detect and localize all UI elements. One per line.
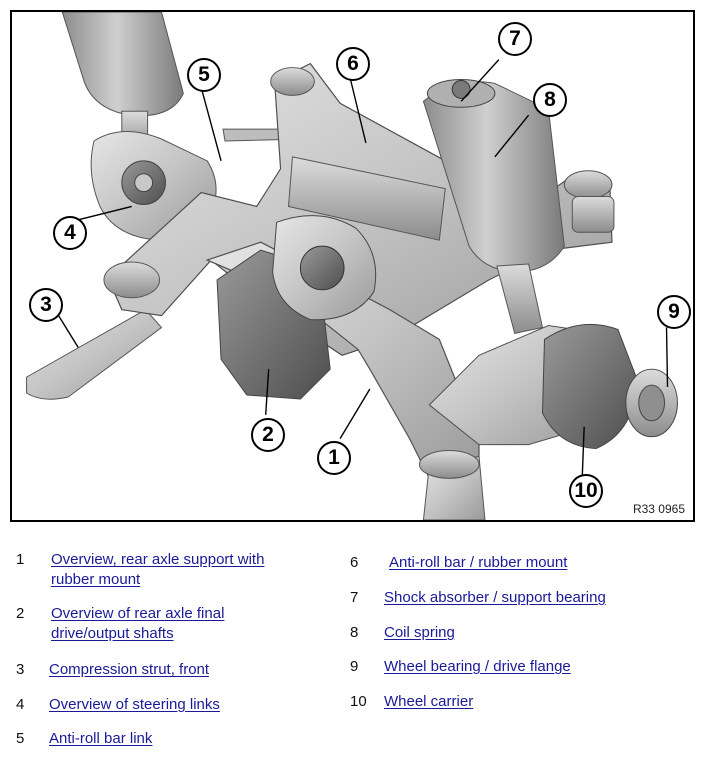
legend-number: 10: [350, 693, 367, 710]
legend-link-6[interactable]: Anti-roll bar / rubber mount: [389, 554, 568, 571]
legend-link-5[interactable]: Anti-roll bar link: [49, 730, 153, 747]
callout-1: 1: [317, 441, 351, 475]
legend-number: 1: [16, 551, 25, 568]
final-drive-shape: [216, 215, 377, 400]
rear-axle-illustration: 1 2 3 4 5 6 7 8 9 10 R33 0965: [10, 10, 695, 522]
callout-4: 4: [53, 216, 87, 250]
compression-strut-shape: [26, 309, 163, 400]
callout-7: 7: [498, 22, 532, 56]
legend-link-8[interactable]: Coil spring: [384, 624, 455, 641]
callout-2: 2: [251, 418, 285, 452]
callout-8: 8: [533, 83, 567, 117]
legend-link-7[interactable]: Shock absorber / support bearing: [384, 589, 606, 606]
legend-number: 4: [16, 696, 25, 713]
spring-shock-shape: [422, 78, 565, 335]
legend-number: 3: [16, 661, 25, 678]
legend-number: 8: [350, 624, 359, 641]
rear-axle-drawing: [26, 12, 678, 520]
legend-link-4[interactable]: Overview of steering links: [49, 696, 220, 713]
callout-3: 3: [29, 288, 63, 322]
left-strut: [61, 12, 184, 152]
legend-number: 5: [16, 730, 25, 747]
legend-link-1b[interactable]: rubber mount: [51, 571, 141, 588]
legend-number: 9: [350, 658, 359, 675]
callout-10: 10: [569, 474, 603, 508]
legend-link-10[interactable]: Wheel carrier: [384, 693, 474, 710]
legend-link-9[interactable]: Wheel bearing / drive flange: [384, 658, 571, 675]
legend-link-3[interactable]: Compression strut, front: [49, 661, 210, 678]
right-wheel-carrier-shape: [542, 323, 678, 450]
callout-6: 6: [336, 47, 370, 81]
legend-number: 6: [350, 554, 359, 571]
callout-5: 5: [187, 58, 221, 92]
leader-lines: [56, 59, 669, 479]
legend-link-2b[interactable]: drive/output shafts: [51, 625, 174, 642]
legend-number: 2: [16, 605, 25, 622]
legend-number: 7: [350, 589, 359, 606]
figure-code: R33 0965: [632, 502, 685, 516]
legend-link-1a[interactable]: Overview, rear axle support with: [51, 551, 265, 568]
callout-9: 9: [657, 295, 691, 329]
front-bushing-shape: [418, 450, 486, 520]
legend-link-2a[interactable]: Overview of rear axle final: [51, 605, 225, 622]
